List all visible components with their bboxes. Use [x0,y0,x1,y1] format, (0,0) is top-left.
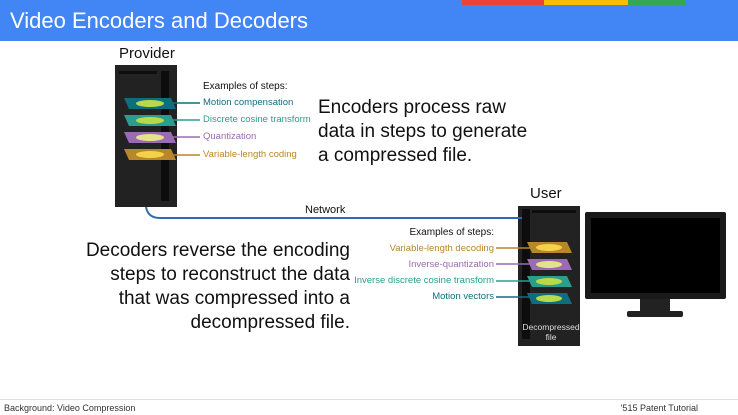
network-line [145,206,522,219]
decoder-description-line-1: Decoders reverse the encoding [85,240,350,261]
footer-divider [0,399,738,400]
provider-label: Provider [119,45,175,62]
encoder-layer-vlc [124,149,176,160]
decompressed-file-label: Decompressed file [522,322,580,342]
accent-stripe-yellow [544,0,628,5]
encoder-layer-dct [124,115,176,126]
decoder-layer-idct [527,276,572,287]
footer-right: '515 Patent Tutorial [620,403,698,413]
decoder-layer-vld [527,242,572,253]
accent-stripe-green [628,0,686,5]
network-label: Network [305,204,346,216]
provider-step-motion-compensation: Motion compensation [203,97,294,108]
slide-title: Video Encoders and Decoders [10,8,309,33]
decoder-layer-mv [527,293,572,304]
user-label: User [530,185,562,202]
encoder-description-line-1: Encoders process raw [318,97,506,118]
provider-step-quantization: Quantization [203,131,257,142]
provider-examples-title: Examples of steps: [203,81,288,92]
encoder-layer-motion-compensation [124,98,176,109]
decoder-layer-iq [527,259,572,270]
title-bar [0,0,738,41]
decoder-description-line-4: decompressed file. [190,312,350,333]
encoder-layer-quantization [124,132,176,143]
provider-step-vlc: Variable-length coding [203,149,297,160]
encoder-description-line-3: a compressed file. [318,145,473,166]
monitor-base [627,311,683,317]
user-step-iq: Inverse-quantization [408,259,494,270]
decoder-description-line-2: steps to reconstruct the data [110,264,350,285]
monitor-screen [591,218,720,293]
user-step-vld: Variable-length decoding [389,243,494,254]
user-examples-title: Examples of steps: [409,227,494,238]
footer-left: Background: Video Compression [4,403,136,413]
decoder-description-line-3: that was compressed into a [118,288,350,309]
user-step-idct: Inverse discrete cosine transform [354,275,494,286]
monitor-stand [640,299,670,311]
provider-step-dct: Discrete cosine transform [203,114,311,125]
accent-stripe-red [462,0,544,5]
encoder-description-line-2: data in steps to generate [318,121,528,142]
user-step-mv: Motion vectors [432,291,494,302]
